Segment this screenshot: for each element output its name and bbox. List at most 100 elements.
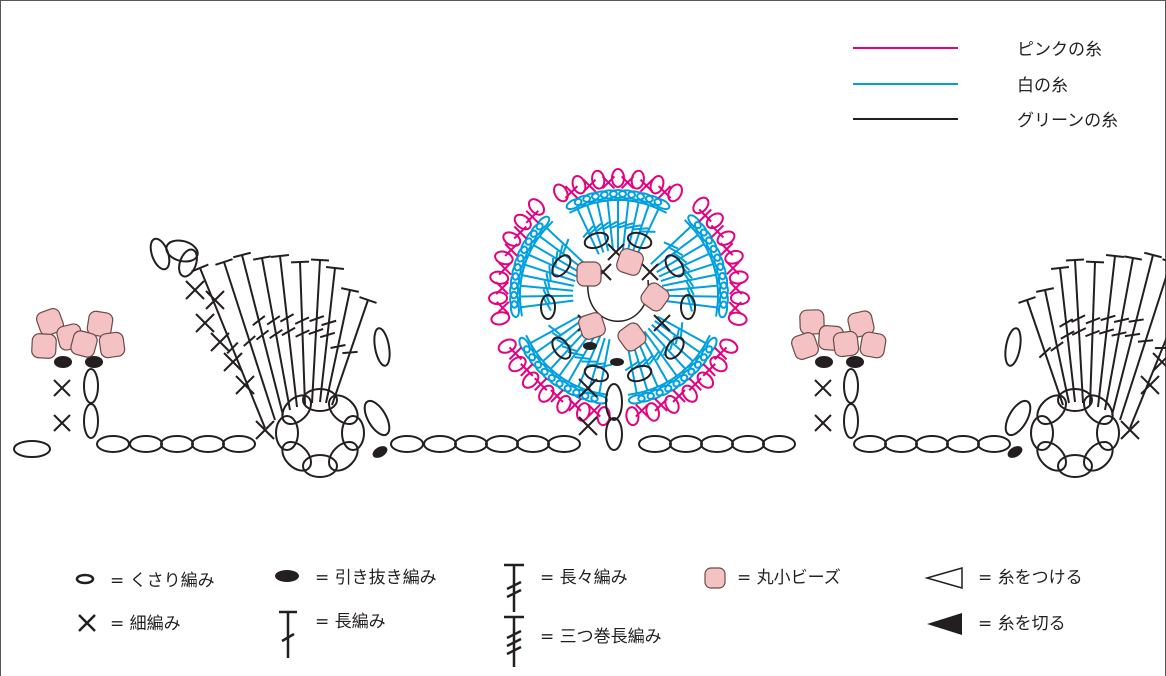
chain-stitch <box>664 254 685 278</box>
slip-stitch <box>846 356 864 368</box>
chain-stitch <box>497 338 517 354</box>
chain-stitch <box>692 196 710 215</box>
double-crochet <box>539 220 586 265</box>
slip-stitch <box>1007 446 1023 458</box>
chain-stitch <box>454 435 488 453</box>
chain-stitch <box>705 212 724 230</box>
chain-stitch <box>1036 441 1067 472</box>
single-crochet <box>641 263 659 281</box>
chain-stitch <box>275 415 299 451</box>
chain-stitch <box>717 271 729 290</box>
bead-clusters <box>31 307 887 360</box>
chain-stitch <box>328 394 359 425</box>
single-crochet-symbol <box>77 613 97 633</box>
single-crochet <box>1120 420 1140 440</box>
chain-stitch <box>178 248 198 278</box>
double-crochet <box>331 296 377 406</box>
leaf-right <box>1004 251 1166 478</box>
chain-stitch <box>13 440 51 458</box>
treble-crochet-symbol <box>504 563 524 612</box>
bead <box>578 312 606 340</box>
chain-stitch <box>489 270 510 285</box>
bead <box>98 331 126 359</box>
bead <box>859 331 887 359</box>
chain-stitch <box>630 169 645 190</box>
slip-stitch <box>583 342 597 350</box>
chain-stitch <box>582 192 600 204</box>
cut-yarn-label: = 糸を切る <box>978 614 1066 634</box>
chain-stitch <box>709 244 722 262</box>
chain-stitch <box>390 435 424 453</box>
double-crochet <box>1018 296 1064 406</box>
chain-stitch <box>1083 441 1114 472</box>
double-crochet <box>325 287 360 404</box>
single-crochet <box>653 314 671 332</box>
chain-stitch <box>716 230 736 246</box>
treble-crochet-label: = 長々編み <box>540 568 628 588</box>
yarn-legend: ピンクの糸 白の糸 グリーンの糸 <box>853 40 1118 131</box>
triple-treble <box>1104 255 1143 411</box>
single-crochet <box>210 332 230 352</box>
chain-stitch <box>547 435 581 453</box>
chain-label: = くさり編み <box>110 571 215 591</box>
double-crochet <box>1119 258 1166 421</box>
single-crochet <box>578 378 598 398</box>
bead <box>86 310 114 338</box>
double-crochet <box>1035 287 1070 404</box>
chain-stitch <box>540 367 556 382</box>
chain-stitch <box>524 229 538 246</box>
chain-stitch <box>563 384 581 397</box>
chain-stitch <box>884 435 918 453</box>
chain-stitch <box>583 364 609 383</box>
chain-stitch <box>373 327 391 367</box>
chain-stitch <box>664 379 681 393</box>
slip-stitch-label: = 引き抜き編み <box>315 568 437 588</box>
chain-stitch <box>516 245 529 263</box>
double-crochet <box>524 246 578 278</box>
chain-stitch <box>1057 388 1093 412</box>
chain-stitch <box>727 311 748 326</box>
triple-treble <box>233 251 284 416</box>
chain-stitch <box>555 379 572 393</box>
chain-stitch <box>191 435 225 453</box>
chain-stitch <box>222 435 256 453</box>
chain-stitch <box>540 294 556 320</box>
chain-stitch <box>1004 327 1022 367</box>
single-crochet <box>525 210 539 224</box>
chain-stitch <box>160 435 194 453</box>
chain-stitch <box>699 228 713 245</box>
chain-stitch <box>1030 415 1054 451</box>
bead <box>791 332 819 360</box>
chain-stitch <box>645 402 660 422</box>
chain-stitch <box>1004 399 1032 437</box>
single-crochet <box>688 377 702 391</box>
chain-stitch <box>653 198 671 211</box>
legend-label-green: グリーンの糸 <box>1017 111 1118 131</box>
chain-stitch <box>527 198 546 216</box>
double-crochet-symbol <box>279 610 297 658</box>
chain-stitch <box>605 417 623 451</box>
bead <box>640 282 670 312</box>
triple-treble-label: = 三つ巻長編み <box>540 627 662 647</box>
chain-stitch <box>565 198 583 211</box>
single-crochet-label: = 細編み <box>110 614 181 634</box>
chain-stitch <box>513 254 525 272</box>
chain-stitch <box>547 374 564 388</box>
slip-stitch-symbol <box>275 570 299 582</box>
chain-stitch <box>946 435 980 453</box>
chain-stitch <box>664 336 685 360</box>
chain-stitch <box>977 435 1011 453</box>
chain-stitch <box>516 435 550 453</box>
chain-stitch <box>518 336 531 354</box>
chain-stitch <box>538 384 555 403</box>
chain-stitch <box>637 391 655 403</box>
slip-stitch <box>85 356 103 368</box>
chain-stitch <box>609 189 627 199</box>
chain-stitch <box>709 356 728 373</box>
chain-stitch <box>534 360 549 376</box>
chain-stitch <box>713 253 725 271</box>
single-crochet <box>672 389 686 403</box>
slip-stitch <box>372 446 388 458</box>
single-crochet <box>185 280 205 300</box>
single-crochet <box>564 185 579 199</box>
